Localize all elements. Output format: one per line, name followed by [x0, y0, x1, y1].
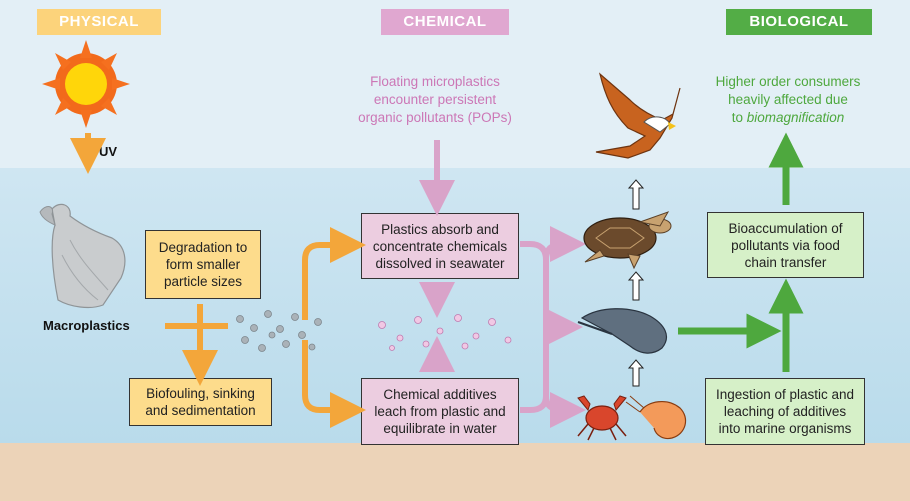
food-chain-arrows — [629, 180, 643, 386]
sun-icon — [42, 40, 130, 128]
crab-icon — [578, 396, 626, 440]
shrimp-icon — [626, 396, 686, 439]
eagle-icon — [596, 74, 680, 158]
pollutant-particles — [379, 315, 512, 351]
microplastic-particles — [237, 311, 322, 352]
turtle-icon — [584, 212, 671, 268]
chemical-flow-arrows — [437, 140, 568, 410]
biological-flow-arrows — [678, 150, 786, 372]
plastic-bag-icon — [40, 204, 125, 307]
stingray-icon — [578, 309, 666, 353]
